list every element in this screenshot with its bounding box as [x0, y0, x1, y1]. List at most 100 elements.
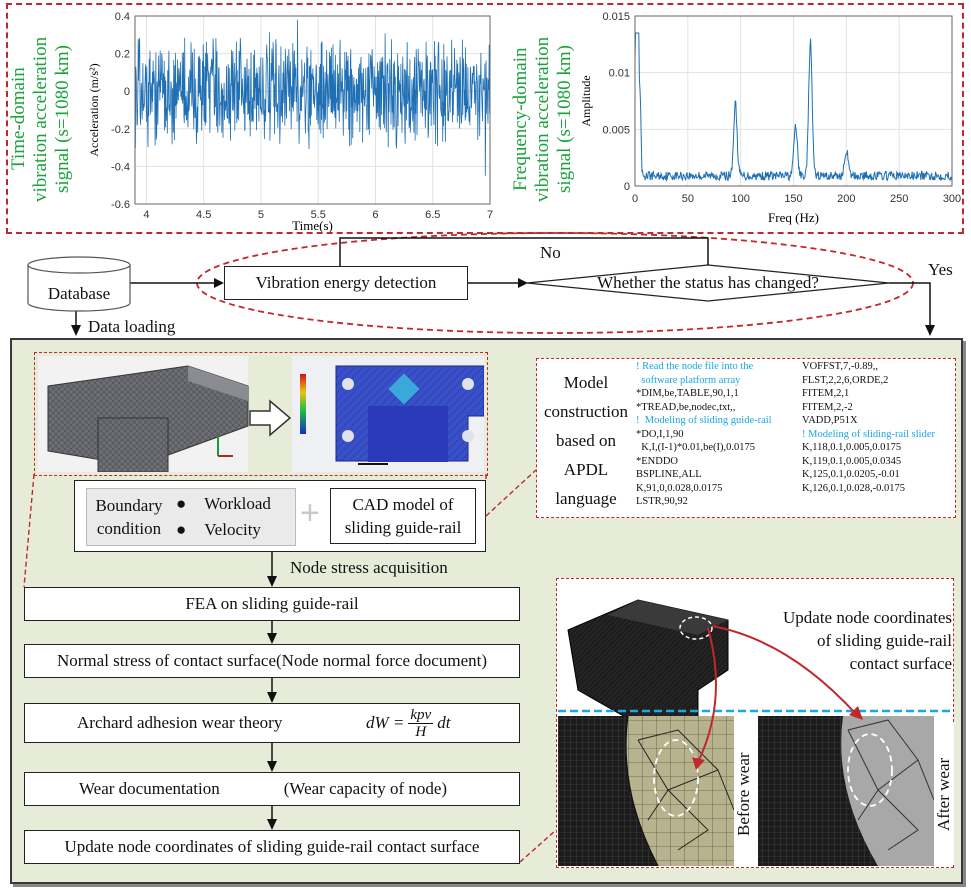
formula-num: kpv	[408, 706, 434, 724]
update-text-1: Update node coordinates	[783, 608, 952, 627]
workload-label: Workload	[204, 494, 271, 513]
before-wear-label: Before wear	[734, 724, 756, 864]
right-arrow-icon	[249, 399, 292, 437]
after-arrow-icon	[711, 625, 857, 715]
x-tick-label: 200	[837, 193, 855, 205]
apdl-heading-1: Model	[563, 373, 609, 392]
fea-model-images	[38, 356, 484, 472]
yes-label: Yes	[928, 260, 953, 279]
code-line: K,I,(I-1)*0.01,be(I),0.0175	[636, 442, 755, 453]
apdl-heading-2: construction	[543, 402, 629, 421]
x-tick-label: 5.5	[311, 209, 326, 221]
y-tick-label: -0.4	[111, 161, 130, 173]
code-line: FITEM,2,-2	[802, 401, 853, 413]
y-tick-label: 0.005	[602, 124, 630, 136]
x-tick-label: 100	[731, 193, 749, 205]
code-line: *ENDDO	[636, 455, 678, 467]
x-axis-label: Freq (Hz)	[768, 210, 819, 225]
code-line: *DIM,be,TABLE,90,1,1	[636, 388, 739, 399]
update-text-3: contact surface	[849, 654, 952, 673]
code-line: *DO,I,1,90	[636, 428, 684, 440]
bullet-icon: ●	[176, 494, 187, 513]
cad-line-1: CAD model of	[352, 495, 454, 514]
database-label: Database	[47, 284, 111, 303]
plot-frame	[134, 15, 491, 205]
code-line: K,119,0.1,0.005,0.0345	[802, 455, 902, 467]
y-tick-label: 0.4	[115, 11, 130, 23]
code-line: *TREAD,be,nodec,txt,,	[636, 401, 736, 413]
before-arrow-icon	[697, 627, 717, 763]
code-comment-line: ! Modeling of sliding-rail slider	[802, 428, 935, 440]
x-tick-label: 4.5	[196, 209, 211, 221]
x-tick-label: 250	[890, 193, 908, 205]
x-tick-label: 0	[632, 193, 638, 205]
code-line: VADD,P51X	[802, 415, 858, 426]
x-tick-label: 5	[258, 209, 264, 221]
update-illustration	[558, 599, 952, 866]
boundary-item-velocity: ● Velocity	[176, 517, 294, 543]
cad-line-2: sliding guide-rail	[344, 518, 462, 537]
wear-doc-label: Wear documentation	[79, 779, 220, 798]
bullet-icon: ●	[176, 520, 187, 539]
no-label: No	[540, 243, 561, 262]
data-loading-label: Data loading	[88, 317, 176, 336]
y-axis-label: Acceleration (m/s²)	[87, 63, 101, 156]
apdl-heading-3: based on	[556, 431, 616, 450]
cad-model-box: CAD model of sliding guide-rail	[330, 488, 476, 544]
code-comment-line: software platform array	[636, 374, 741, 386]
time-signal-series	[134, 19, 491, 176]
y-tick-label: -0.6	[111, 199, 130, 211]
archard-box: Archard adhesion wear theory	[24, 703, 520, 743]
x-tick-label: 7	[487, 209, 493, 221]
x-tick-label: 150	[784, 193, 802, 205]
plus-icon: +	[300, 494, 320, 532]
database-icon	[27, 256, 131, 312]
signal-panel	[6, 3, 964, 234]
model-images-frame	[34, 352, 488, 476]
after-wear-label: After wear	[934, 724, 954, 864]
code-comment-line: ! Modeling of sliding guide-rail	[636, 415, 772, 426]
y-tick-label: 0.01	[609, 68, 630, 80]
boundary-title: Boundary condition	[88, 494, 170, 540]
plot-frame	[634, 15, 953, 187]
formula-fraction: kpv H	[408, 706, 434, 740]
y-tick-label: 0	[624, 181, 630, 193]
apdl-heading-5: language	[555, 489, 617, 508]
formula-rhs: dt	[437, 713, 451, 732]
y-tick-label: -0.2	[111, 124, 130, 136]
code-line: BSPLINE,ALL	[636, 469, 702, 480]
wear-capacity-label: (Wear capacity of node)	[283, 779, 448, 798]
fea-box: FEA on sliding guide-rail	[24, 587, 520, 621]
formula-den: H	[415, 723, 427, 740]
y-tick-label: 0	[124, 86, 130, 98]
update-coords-box: Update node coordinates of sliding guide…	[24, 830, 520, 864]
apdl-code-frame	[536, 358, 956, 518]
code-line: K,118,0.1,0.005,0.0175	[802, 442, 902, 453]
boundary-title-1: Boundary	[95, 496, 163, 515]
stress-colorbar	[300, 374, 306, 434]
node-stress-label: Node stress acquisition	[290, 558, 448, 577]
boundary-title-2: condition	[96, 519, 162, 538]
code-line: VOFFST,7,-0.89,,	[802, 361, 878, 372]
frequency-spectrum-series	[634, 32, 953, 183]
x-tick-label: 300	[943, 193, 961, 205]
velocity-label: Velocity	[204, 520, 261, 539]
vibration-energy-box: Vibration energy detection	[224, 266, 468, 300]
code-line: K,125,0.1,0.0205,-0.01	[802, 469, 900, 480]
update-text-2: of sliding guide-rail	[816, 631, 952, 650]
code-line: FLST,2,2,6,ORDE,2	[802, 374, 889, 386]
archard-label: Archard adhesion wear theory	[77, 713, 283, 732]
x-axis-label: Time(s)	[292, 218, 333, 232]
boundary-item-workload: ● Workload	[176, 491, 294, 517]
formula-lhs: dW =	[366, 713, 405, 732]
apdl-code-left: ! Read the node file into the software p…	[636, 360, 772, 509]
apdl-heading-4: APDL	[563, 460, 609, 479]
code-line: K,91,0,0.028,0.0175	[636, 482, 723, 494]
wear-doc-box: Wear documentation (Wear capacity of nod…	[24, 772, 520, 806]
archard-formula: dW = kpv H dt	[366, 704, 450, 742]
update-panel-text: Update node coordinates of sliding guide…	[738, 606, 952, 675]
